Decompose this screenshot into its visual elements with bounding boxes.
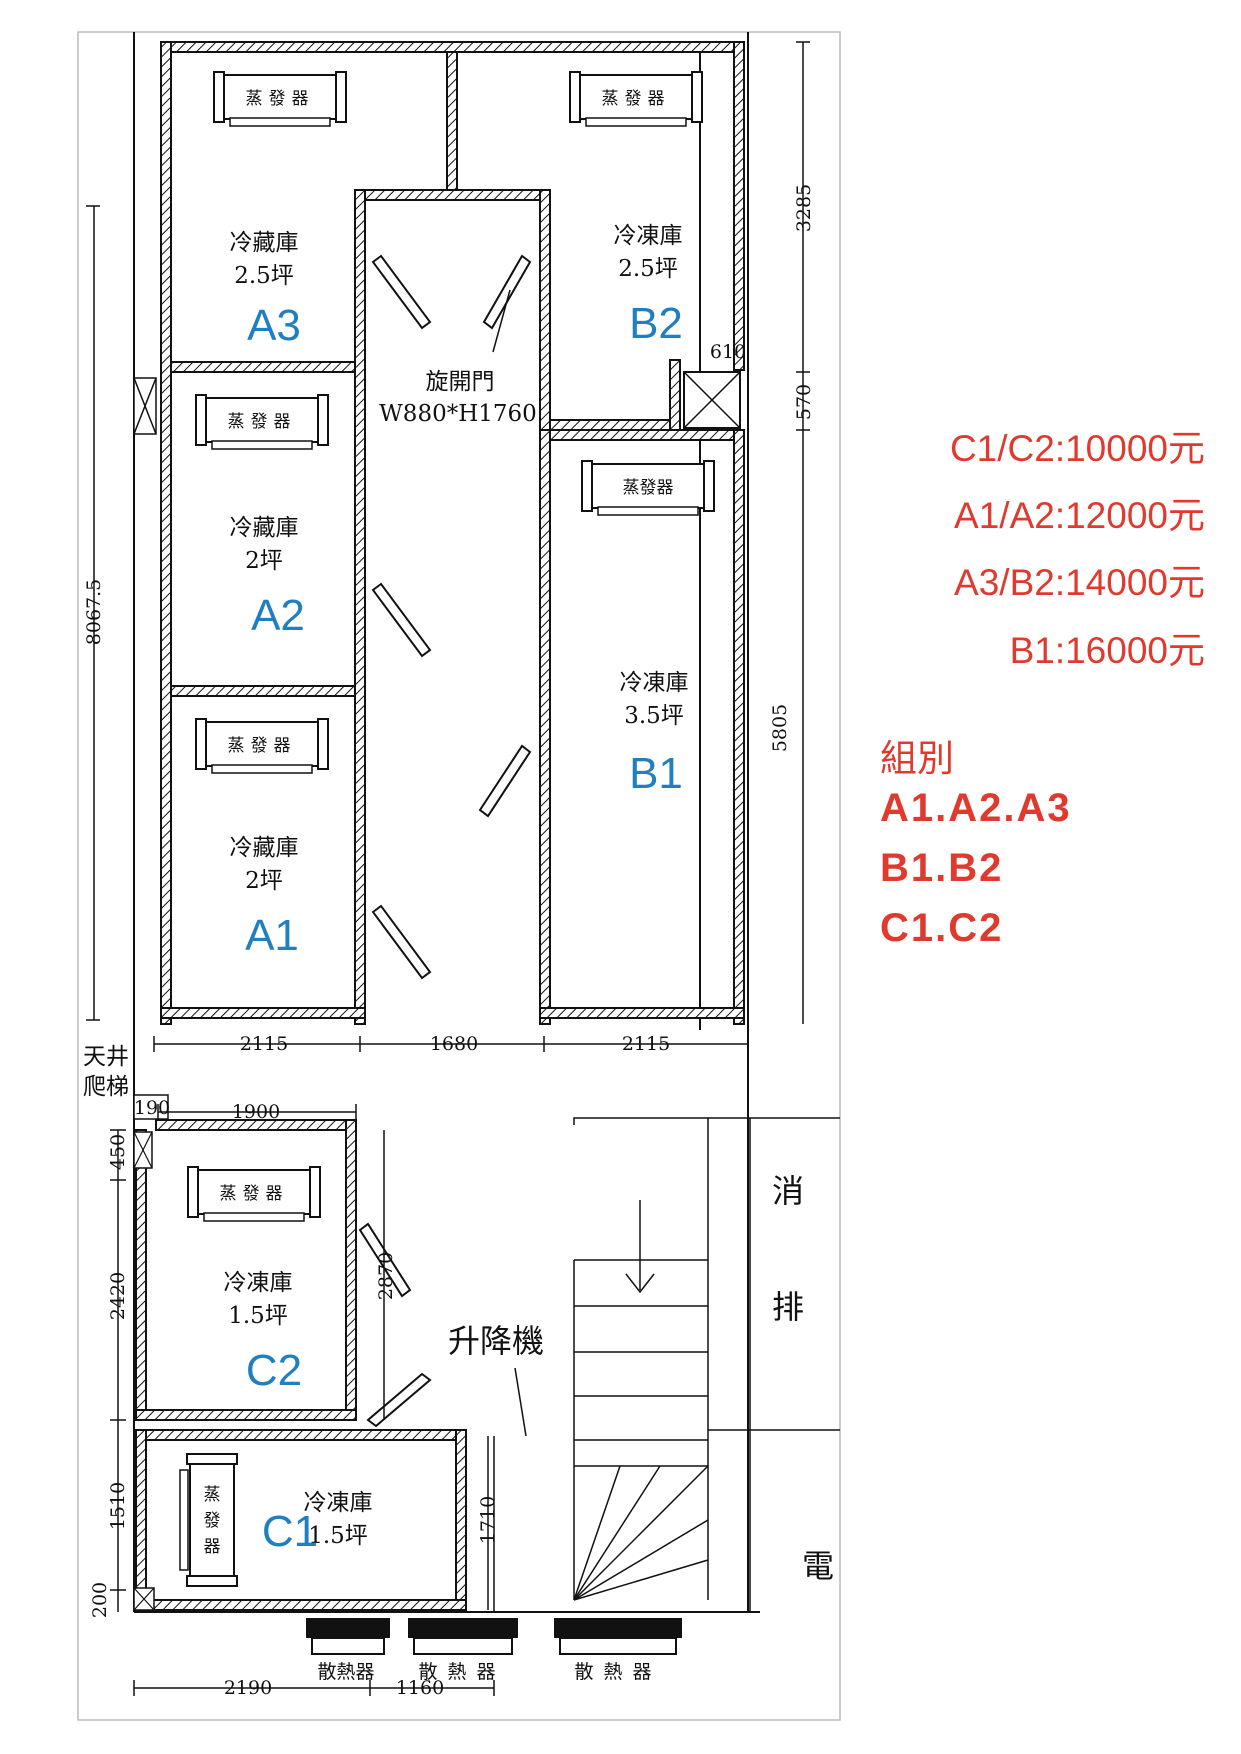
dim-8067: 8067.5 xyxy=(83,579,105,645)
room-a3-size: 2.5坪 xyxy=(234,263,294,289)
dim-610: 610 xyxy=(710,341,746,363)
evaporator-b2 xyxy=(569,71,703,127)
dim-2190: 2190 xyxy=(224,1677,272,1699)
evaporator-label-b2: 蒸發器 xyxy=(602,89,671,109)
price-a1a2: A1/A2:12000元 xyxy=(954,495,1205,536)
room-a1-label: 冷藏庫 xyxy=(230,835,299,861)
dim-450: 450 xyxy=(107,1134,129,1170)
evaporator-label-c1-3: 器 xyxy=(204,1537,221,1557)
fire-label: 消 xyxy=(772,1172,804,1210)
ladder-label: 爬梯 xyxy=(83,1074,129,1100)
room-a2-code: A2 xyxy=(251,591,305,640)
room-c1-label: 冷凍庫 xyxy=(304,1490,373,1516)
price-a3b2: A3/B2:14000元 xyxy=(954,562,1205,603)
page-frame xyxy=(77,31,841,1721)
evaporator-a3 xyxy=(213,71,347,127)
condenser-units xyxy=(306,1618,682,1655)
room-c2-label: 冷凍庫 xyxy=(224,1270,293,1296)
room-a3-label: 冷藏庫 xyxy=(230,230,299,256)
evaporator-label-c2: 蒸發器 xyxy=(220,1184,289,1204)
evaporator-label-a1: 蒸發器 xyxy=(228,736,297,756)
evaporator-label-c1-1: 蒸 xyxy=(204,1485,221,1505)
stairs xyxy=(573,1117,840,1612)
lift-label: 升降機 xyxy=(448,1322,544,1360)
walls-upper xyxy=(160,41,745,1025)
dim-570: 570 xyxy=(793,384,815,420)
evaporator-label-a2: 蒸發器 xyxy=(228,412,297,432)
group-title: 組別 xyxy=(880,738,954,779)
dim-2870: 2870 xyxy=(375,1252,397,1300)
evaporator-label-c1-2: 發 xyxy=(204,1511,221,1531)
condenser-label-1: 散熱器 xyxy=(317,1661,374,1683)
room-b2-label: 冷凍庫 xyxy=(614,223,683,249)
room-a3-code: A3 xyxy=(247,301,301,350)
room-b1-code: B1 xyxy=(629,749,683,798)
room-b2-size: 2.5坪 xyxy=(618,256,678,282)
group-a: A1.A2.A3 xyxy=(880,786,1072,830)
evaporator-a2 xyxy=(195,394,329,450)
dimension-lines xyxy=(86,41,810,1696)
dim-2420: 2420 xyxy=(107,1272,129,1320)
dim-1900: 1900 xyxy=(232,1101,280,1123)
room-a1-size: 2坪 xyxy=(245,868,283,894)
evaporator-a1 xyxy=(195,718,329,774)
dim-1680: 1680 xyxy=(430,1033,478,1055)
room-c1-code: C1 xyxy=(262,1507,318,1556)
exhaust-label: 排 xyxy=(772,1288,804,1326)
electric-label: 電 xyxy=(802,1547,834,1585)
dim-200: 200 xyxy=(89,1582,111,1618)
group-c: C1.C2 xyxy=(880,906,1004,950)
evaporator-b1 xyxy=(581,460,715,516)
small-boxes xyxy=(133,1094,169,1611)
room-c2-code: C2 xyxy=(246,1346,302,1395)
room-labels: 冷藏庫 2.5坪 A3 冷藏庫 2坪 A2 冷藏庫 2坪 A1 冷凍庫 2.5坪… xyxy=(224,223,689,1556)
evaporator-label-b1: 蒸發器 xyxy=(623,478,674,498)
dimension-labels: 8067.5 3285 610 570 5805 2115 1680 2115 … xyxy=(83,184,815,1699)
dim-2115-left: 2115 xyxy=(240,1033,288,1055)
room-c1-size: 1.5坪 xyxy=(308,1523,368,1549)
dim-5805: 5805 xyxy=(769,704,791,752)
room-b1-label: 冷凍庫 xyxy=(620,670,689,696)
dim-1710: 1710 xyxy=(477,1496,499,1544)
price-b1: B1:16000元 xyxy=(1009,630,1205,671)
evaporator-units xyxy=(179,71,715,1587)
room-c2-size: 1.5坪 xyxy=(228,1303,288,1329)
dim-1160: 1160 xyxy=(396,1677,444,1699)
door-name: 旋開門 xyxy=(426,369,495,395)
condenser-label-3: 散熱器 xyxy=(574,1661,661,1683)
group-b: B1.B2 xyxy=(880,846,1004,890)
condenser-label-2: 散熱器 xyxy=(418,1661,505,1683)
dim-2115-right: 2115 xyxy=(622,1033,670,1055)
evaporator-label-a3: 蒸發器 xyxy=(246,89,315,109)
room-a2-label: 冷藏庫 xyxy=(230,515,299,541)
room-a1-code: A1 xyxy=(245,911,299,960)
walls-lower xyxy=(135,1119,467,1611)
room-b1-size: 3.5坪 xyxy=(624,703,684,729)
evaporator-c2 xyxy=(187,1166,321,1222)
price-c: C1/C2:10000元 xyxy=(949,428,1205,469)
room-b2-code: B2 xyxy=(629,299,683,348)
dim-190: 190 xyxy=(134,1097,170,1119)
evaporator-labels: 蒸發器 蒸發器 蒸發器 蒸發器 蒸發器 蒸發器 蒸 發 器 xyxy=(204,89,674,1557)
evaporator-c1 xyxy=(179,1453,238,1587)
room-a2-size: 2坪 xyxy=(245,548,283,574)
dim-3285: 3285 xyxy=(793,184,815,232)
building-outline xyxy=(133,32,760,1613)
skylight-label: 天井 xyxy=(83,1044,129,1070)
shaft-box xyxy=(133,371,741,435)
door-spec: W880*H1760 xyxy=(379,401,537,427)
dim-1510: 1510 xyxy=(107,1482,129,1530)
